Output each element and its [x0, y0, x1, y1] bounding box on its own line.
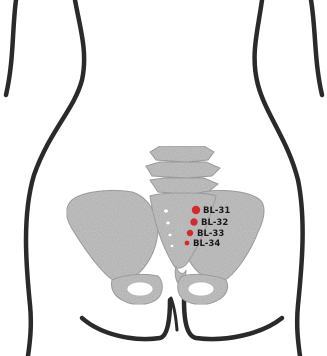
acupoint-marker-bl-34 [185, 241, 190, 246]
acupoint-marker-bl-33 [187, 230, 193, 236]
left-sacral-foramen-4 [170, 244, 174, 247]
left-obturator-foramen [127, 282, 153, 296]
acupoint-label-bl-32: BL-32 [201, 218, 228, 228]
acupoint-label-bl-33: BL-33 [197, 229, 224, 239]
left-sacral-foramen-3 [168, 233, 172, 237]
acupoint-label-bl-34: BL-34 [193, 239, 220, 249]
acupoint-marker-bl-32 [190, 218, 197, 225]
left-sacral-foramen-2 [166, 221, 170, 225]
acupoint-label-bl-31: BL-31 [203, 206, 230, 216]
lumbar-vertebra-middle [146, 162, 220, 178]
right-obturator-foramen [188, 282, 214, 296]
acupoint-marker-bl-31 [192, 206, 200, 214]
left-sacral-foramen-1 [164, 209, 169, 213]
lumbar-vertebra-upper [150, 146, 214, 162]
